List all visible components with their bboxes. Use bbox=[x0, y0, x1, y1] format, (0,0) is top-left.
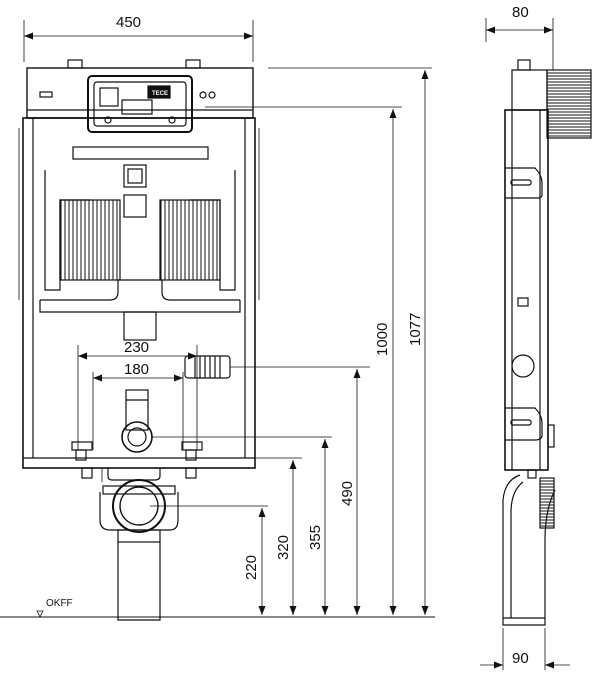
label-180: 180 bbox=[124, 361, 149, 378]
dimension-180 bbox=[92, 372, 184, 450]
label-220: 220 bbox=[243, 555, 260, 580]
cistern-housing: TECE bbox=[26, 59, 254, 133]
floor-line bbox=[0, 610, 435, 618]
label-320: 320 bbox=[275, 535, 292, 560]
label-450: 450 bbox=[116, 14, 141, 31]
dimension-80 bbox=[485, 18, 554, 70]
front-view: TECE bbox=[0, 20, 435, 621]
vertical-dimensions bbox=[205, 67, 432, 615]
label-1077: 1077 bbox=[407, 313, 424, 346]
water-inlet-pipe bbox=[184, 355, 370, 379]
label-355: 355 bbox=[307, 525, 324, 550]
brand-plate-label: TECE bbox=[152, 91, 168, 97]
label-1000: 1000 bbox=[374, 323, 391, 356]
label-80: 80 bbox=[512, 4, 529, 21]
drain-elbow bbox=[99, 479, 268, 621]
flush-pipe bbox=[121, 389, 332, 453]
installation-frame bbox=[18, 117, 260, 469]
dimension-90 bbox=[480, 628, 570, 670]
floor-level-label: OKFF bbox=[46, 598, 73, 609]
label-230: 230 bbox=[124, 339, 149, 356]
label-90: 90 bbox=[512, 650, 529, 667]
dimension-230 bbox=[77, 345, 198, 450]
fixing-bolts bbox=[70, 441, 302, 461]
label-490: 490 bbox=[339, 481, 356, 506]
dimension-450 bbox=[23, 20, 254, 62]
side-view bbox=[480, 18, 592, 670]
